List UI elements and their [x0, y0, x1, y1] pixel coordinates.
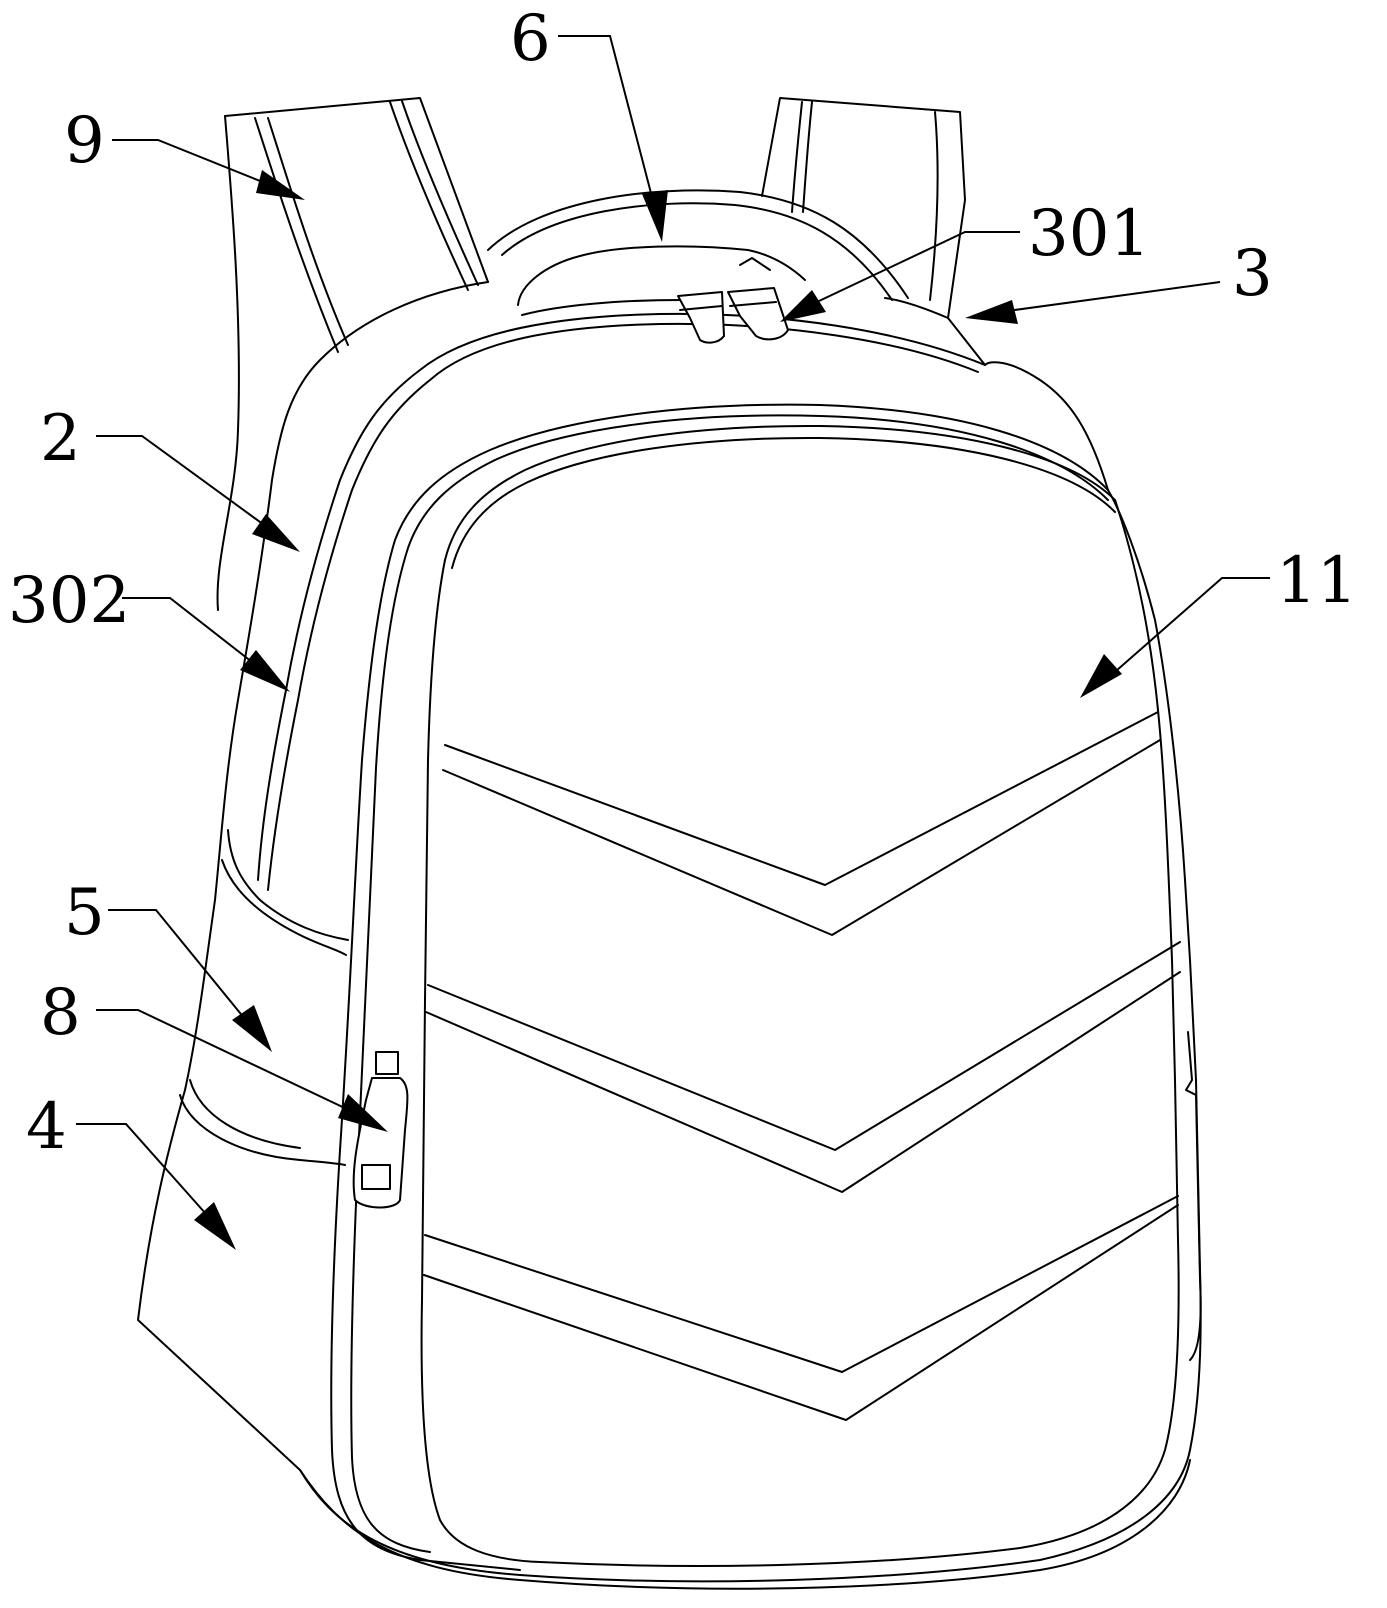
callout-label-5: 5	[64, 876, 105, 950]
top-zipper-pulls	[677, 287, 789, 344]
callout-8: 8	[40, 976, 388, 1132]
front-zipper-track	[330, 403, 1109, 1571]
backpack-base	[299, 1459, 1191, 1590]
front-zipper-pull	[352, 1051, 409, 1209]
right-shoulder-strap	[761, 97, 966, 319]
callout-label-9: 9	[64, 104, 105, 178]
side-panel	[221, 312, 986, 956]
callout-5: 5	[64, 876, 272, 1052]
side-pocket	[179, 1079, 346, 1166]
callout-9: 9	[64, 104, 305, 200]
callout-3: 3	[965, 237, 1273, 324]
callout-11: 11	[1080, 544, 1357, 698]
callout-label-8: 8	[40, 976, 81, 1050]
callout-label-302: 302	[8, 564, 130, 638]
callout-301: 301	[780, 197, 1150, 322]
front-pocket-panel	[420, 424, 1181, 1567]
callout-label-301: 301	[1028, 197, 1150, 271]
callout-6: 6	[510, 2, 668, 242]
left-shoulder-strap	[216, 97, 489, 611]
callout-2: 2	[40, 402, 300, 552]
callout-302: 302	[8, 564, 290, 692]
callout-label-3: 3	[1232, 237, 1273, 311]
callout-label-6: 6	[510, 2, 551, 76]
callout-4: 4	[26, 1090, 236, 1250]
backpack-body-outline	[137, 281, 1202, 1583]
right-side-detail	[1185, 1031, 1202, 1361]
top-handle	[487, 189, 909, 316]
callout-label-4: 4	[26, 1090, 67, 1164]
callout-label-2: 2	[40, 402, 81, 476]
callout-label-11: 11	[1276, 544, 1357, 618]
